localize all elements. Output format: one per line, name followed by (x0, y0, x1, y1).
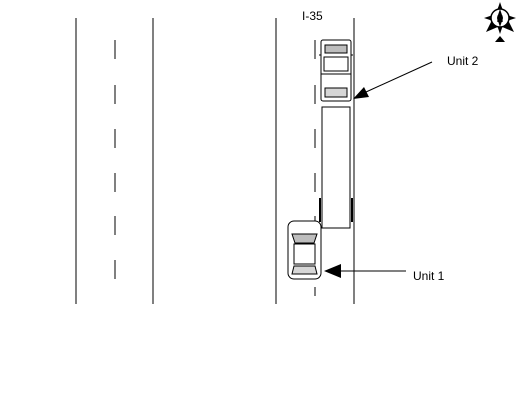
unit1-label: Unit 1 (413, 269, 445, 283)
road-label: I-35 (302, 9, 323, 23)
road-edges (75, 18, 355, 304)
truck-cab-windshield (324, 44, 348, 54)
truck-trailer (321, 106, 351, 229)
car-roof (293, 243, 316, 265)
unit2-pointer (353, 61, 433, 99)
truck-cab-rear-window (324, 87, 348, 98)
unit1-car (287, 220, 322, 280)
unit2-truck (319, 39, 353, 229)
car-rear-window (291, 265, 318, 275)
unit2-label: Unit 2 (447, 54, 479, 68)
truck-cab-body (323, 56, 349, 72)
compass-letter: N (497, 14, 504, 24)
unit1-pointer (324, 264, 406, 278)
unit1-arrowhead (324, 264, 341, 278)
unit2-arrowhead (353, 87, 369, 99)
car-windshield (291, 233, 318, 244)
north-compass-icon: N (484, 2, 516, 42)
